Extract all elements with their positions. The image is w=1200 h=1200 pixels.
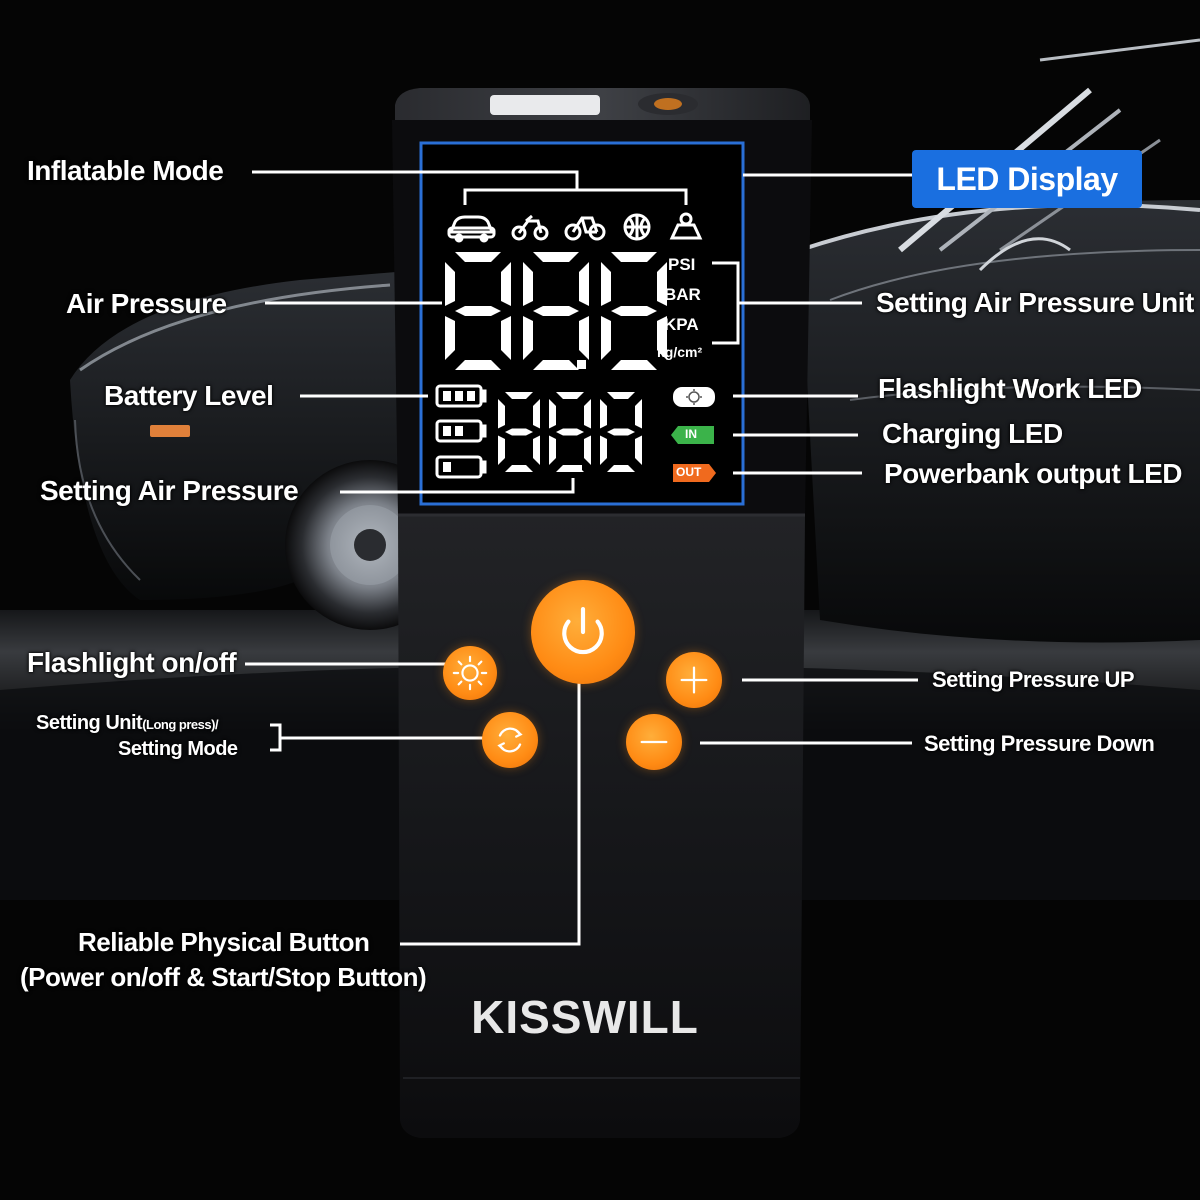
seven-segment-a bbox=[455, 252, 501, 262]
seven-segment-g bbox=[455, 306, 501, 316]
pressure-down-button[interactable] bbox=[626, 714, 682, 770]
seven-segment-a bbox=[607, 392, 635, 399]
seven-segment-e bbox=[523, 316, 533, 360]
label-setting-unit: Setting Unit(Long press)/ bbox=[36, 712, 219, 735]
inflatable-toy-icon bbox=[669, 212, 703, 240]
charging-led bbox=[671, 426, 714, 444]
seven-segment-d bbox=[607, 465, 635, 472]
seven-segment-e bbox=[600, 435, 607, 465]
decimal-point-set bbox=[575, 465, 582, 472]
seven-segment-e bbox=[445, 316, 455, 360]
seven-segment-e bbox=[498, 435, 505, 465]
unit-kgcm2: kg/cm² bbox=[657, 344, 703, 360]
seven-segment-d bbox=[533, 360, 579, 370]
car-indicator-light bbox=[150, 425, 190, 437]
label-flashlight-onoff: Flashlight on/off bbox=[27, 647, 237, 678]
set-pressure-digits bbox=[498, 392, 642, 472]
seven-segment-g bbox=[533, 306, 579, 316]
bicycle-icon bbox=[564, 216, 606, 241]
charging-led-label: IN bbox=[685, 427, 697, 441]
seven-segment-a bbox=[556, 392, 584, 399]
seven-segment-f bbox=[600, 399, 607, 429]
seven-segment-f bbox=[549, 399, 556, 429]
seven-segment-f bbox=[445, 262, 455, 306]
label-powerbank-output-led: Powerbank output LED bbox=[884, 458, 1183, 489]
battery-medium-icon bbox=[435, 419, 487, 443]
decimal-point bbox=[577, 360, 586, 369]
seven-segment-f bbox=[601, 262, 611, 306]
label-setting-pressure-down: Setting Pressure Down bbox=[924, 731, 1155, 756]
seven-segment-f bbox=[523, 262, 533, 306]
battery-low-icon bbox=[435, 455, 487, 479]
motorcycle-icon bbox=[511, 214, 549, 241]
main-pressure-digits bbox=[445, 252, 667, 370]
cycle-icon bbox=[497, 727, 523, 753]
seven-segment-c bbox=[657, 316, 667, 360]
seven-segment-f bbox=[498, 399, 505, 429]
mode-unit-button[interactable] bbox=[482, 712, 538, 768]
label-long-press: (Long press)/ bbox=[142, 717, 219, 732]
seven-segment-d bbox=[611, 360, 657, 370]
label-setting-unit-text: Setting Unit bbox=[36, 712, 143, 734]
flashlight-work-led bbox=[673, 387, 715, 407]
seven-segment-d bbox=[455, 360, 501, 370]
seven-segment-e bbox=[601, 316, 611, 360]
label-reliable-button: Reliable Physical Button bbox=[78, 927, 370, 957]
seven-segment-c bbox=[579, 316, 589, 360]
flashlight-button[interactable] bbox=[443, 646, 497, 700]
seven-segment-g bbox=[505, 428, 533, 436]
pressure-up-button[interactable] bbox=[666, 652, 722, 708]
seven-segment-a bbox=[611, 252, 657, 262]
seven-segment-c bbox=[635, 435, 642, 465]
seven-segment-b bbox=[579, 262, 589, 306]
ball-icon bbox=[623, 213, 651, 241]
seven-segment-d bbox=[505, 465, 533, 472]
output-led-label: OUT bbox=[676, 465, 702, 479]
label-reliable-button-detail: (Power on/off & Start/Stop Button) bbox=[20, 962, 427, 992]
seven-segment-b bbox=[657, 262, 667, 306]
label-battery-level: Battery Level bbox=[104, 380, 274, 411]
seven-segment-g bbox=[611, 306, 657, 316]
callout-lines bbox=[245, 170, 918, 946]
power-button[interactable] bbox=[531, 580, 635, 684]
seven-segment-g bbox=[556, 428, 584, 436]
seven-segment-b bbox=[501, 262, 511, 306]
label-flashlight-work-led: Flashlight Work LED bbox=[878, 373, 1142, 404]
label-setting-air-pressure: Setting Air Pressure bbox=[40, 475, 299, 506]
seven-segment-c bbox=[501, 316, 511, 360]
brand-logo-text: KISSWILL bbox=[471, 991, 699, 1043]
plus-icon bbox=[680, 666, 708, 694]
unit-bar: BAR bbox=[664, 285, 701, 304]
label-setting-air-pressure-unit: Setting Air Pressure Unit bbox=[876, 287, 1194, 318]
air-nozzle bbox=[654, 98, 682, 110]
seven-segment-c bbox=[584, 435, 591, 465]
power-icon bbox=[562, 607, 604, 655]
battery-full-icon bbox=[435, 384, 487, 408]
minus-icon bbox=[640, 740, 668, 744]
label-inflatable-mode: Inflatable Mode bbox=[27, 155, 224, 186]
label-setting-mode: Setting Mode bbox=[118, 738, 238, 760]
seven-segment-b bbox=[584, 399, 591, 429]
car-icon bbox=[447, 215, 496, 243]
seven-segment-g bbox=[607, 428, 635, 436]
seven-segment-a bbox=[505, 392, 533, 399]
label-setting-pressure-up: Setting Pressure UP bbox=[932, 667, 1135, 692]
label-air-pressure: Air Pressure bbox=[66, 288, 227, 319]
sun-icon bbox=[452, 655, 488, 691]
seven-segment-c bbox=[533, 435, 540, 465]
seven-segment-e bbox=[549, 435, 556, 465]
seven-segment-a bbox=[533, 252, 579, 262]
flashlight-lens bbox=[490, 95, 600, 115]
powerbank-output-led bbox=[673, 464, 716, 482]
unit-psi: PSI bbox=[668, 255, 696, 274]
unit-kpa: KPA bbox=[664, 315, 699, 334]
seven-segment-b bbox=[533, 399, 540, 429]
led-display-badge: LED Display bbox=[912, 150, 1142, 208]
label-charging-led: Charging LED bbox=[882, 418, 1063, 449]
seven-segment-b bbox=[635, 399, 642, 429]
